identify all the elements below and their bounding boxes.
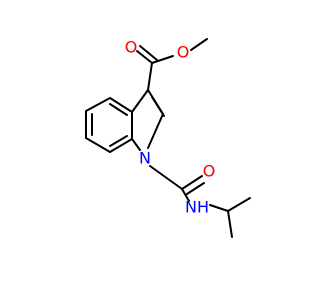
bond <box>181 175 203 190</box>
bond <box>181 188 190 202</box>
bond <box>149 165 183 190</box>
bond <box>151 55 174 64</box>
bond <box>147 113 164 149</box>
amide-oxygen-label: O <box>203 162 216 181</box>
ester-carbonyl-oxygen-label: O <box>125 38 138 57</box>
bonds <box>85 38 251 238</box>
indole-nitrogen-label: N <box>139 149 151 168</box>
bond <box>139 45 158 61</box>
ester-oxygen-label: O <box>177 43 190 62</box>
bond <box>151 96 165 117</box>
bond <box>136 50 153 64</box>
atom-labels: O O N O NH <box>125 38 216 217</box>
bond <box>131 89 149 113</box>
bond <box>85 97 111 112</box>
bond <box>227 197 251 212</box>
bond <box>109 103 128 116</box>
bond <box>109 138 133 153</box>
bond <box>227 210 233 238</box>
bond <box>147 62 153 91</box>
bond <box>186 182 205 195</box>
canvas-background <box>0 0 300 300</box>
amide-nitrogen-label: NH <box>185 198 209 217</box>
bond <box>131 138 141 151</box>
bond <box>109 97 133 113</box>
bond <box>190 38 208 51</box>
bond <box>209 204 229 212</box>
bond <box>109 135 128 147</box>
molecule-diagram: O O N O NH <box>0 0 300 300</box>
bond <box>85 137 111 153</box>
